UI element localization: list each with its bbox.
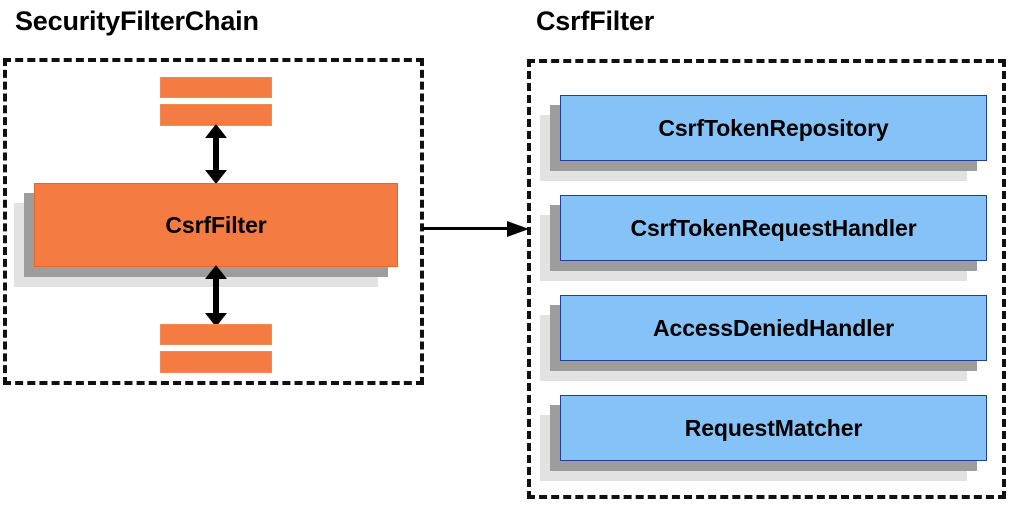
component-label: CsrfFilter — [165, 211, 267, 238]
component-csrffilter[interactable]: CsrfFilter — [14, 183, 398, 287]
component-label: AccessDeniedHandler — [653, 314, 894, 341]
component-face: CsrfTokenRequestHandler — [560, 195, 987, 261]
arrow-head-up — [205, 265, 227, 279]
csrffilter-container — [527, 59, 1006, 499]
component-face: RequestMatcher — [560, 395, 987, 461]
panel-title-securityfilterchain: SecurityFilterChain — [15, 6, 259, 36]
arrow-shaft — [213, 136, 219, 172]
filter-bar-below-2 — [160, 351, 272, 373]
arrow-shaft — [422, 227, 510, 230]
component-accessdeniedhandler[interactable]: AccessDeniedHandler — [540, 295, 987, 381]
filter-bar-above-1 — [160, 77, 272, 98]
double-arrow-vertical-icon-upper — [205, 124, 227, 184]
component-face: AccessDeniedHandler — [560, 295, 987, 361]
arrow-right-icon-panel-link — [422, 221, 529, 237]
arrow-head-right — [507, 221, 529, 237]
component-csrftokenrequesthandler[interactable]: CsrfTokenRequestHandler — [540, 195, 987, 281]
component-face: CsrfFilter — [34, 183, 398, 267]
filter-bar-below-1 — [160, 324, 272, 345]
securityfilterchain-container — [3, 58, 424, 385]
arrow-shaft — [213, 277, 219, 315]
arrow-head-down — [205, 170, 227, 184]
component-csrftokenrepository[interactable]: CsrfTokenRepository — [540, 95, 987, 181]
component-label: CsrfTokenRequestHandler — [630, 214, 917, 241]
component-requestmatcher[interactable]: RequestMatcher — [540, 395, 987, 481]
filter-bar-above-2 — [160, 104, 272, 126]
panel-title-csrffilter: CsrfFilter — [536, 6, 655, 36]
component-label: CsrfTokenRepository — [658, 114, 889, 141]
arrow-head-up — [205, 124, 227, 138]
component-label: RequestMatcher — [684, 414, 863, 441]
double-arrow-vertical-icon-lower — [205, 265, 227, 327]
arrow-head-down — [205, 313, 227, 327]
component-face: CsrfTokenRepository — [560, 95, 987, 161]
